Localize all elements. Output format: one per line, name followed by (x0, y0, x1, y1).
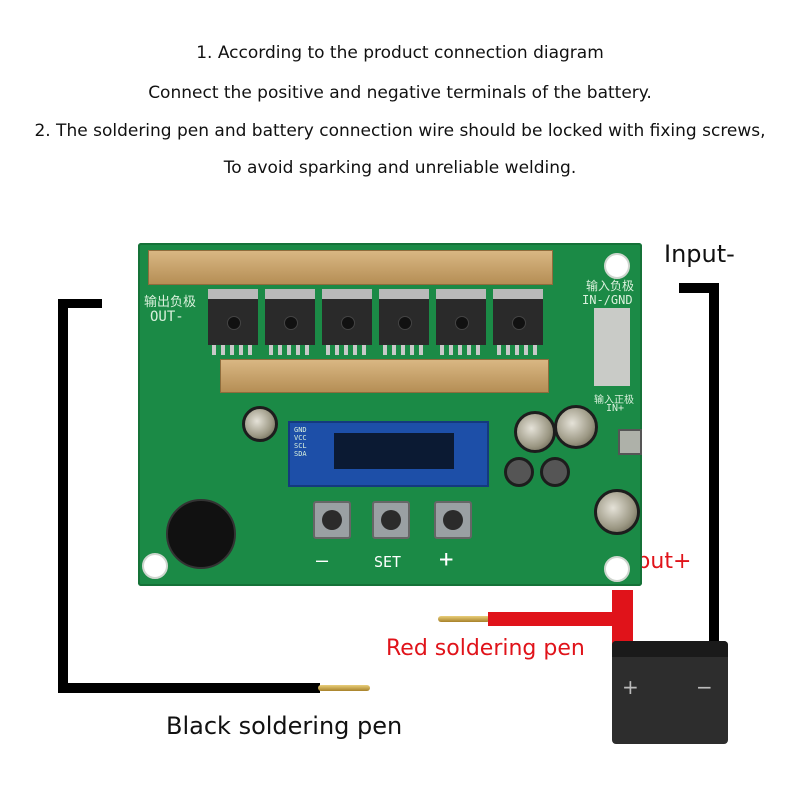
neg-wire-top (679, 283, 719, 293)
input-negative-terminal-pad (594, 308, 630, 386)
buzzer-icon (166, 499, 236, 569)
input-positive-cn: 输入正极 (594, 395, 634, 406)
capacitor-icon (554, 405, 598, 449)
mosfet-icon (379, 289, 429, 355)
mosfet-icon (322, 289, 372, 355)
capacitor-icon (242, 406, 278, 442)
instruction-line-1: 1. According to the product connection d… (196, 43, 604, 63)
output-negative-en: OUT- (150, 309, 184, 325)
mosfet-icon (208, 289, 258, 355)
copper-busbar-top (148, 250, 553, 285)
minus-button-label: — (316, 548, 329, 572)
instruction-line-3: 2. The soldering pen and battery connect… (34, 121, 766, 141)
battery-negative-symbol: − (696, 675, 713, 699)
minus-button[interactable] (313, 501, 351, 539)
output-negative-cn: 输出负极 (144, 295, 197, 310)
set-button-label: SET (374, 553, 402, 571)
mounting-hole-icon (142, 553, 168, 579)
neg-wire-vertical (709, 283, 719, 641)
control-board: 输出负极 OUT- 输入负极 IN-/GND 输入正极 IN+ GND VCC … (138, 243, 642, 586)
oled-pin-labels: GND VCC SCL SDA (294, 426, 307, 458)
red-soldering-pen-label: Red soldering pen (386, 636, 585, 661)
capacitor-icon (594, 489, 640, 535)
input-negative-label: Input- (664, 240, 735, 268)
plus-button[interactable] (434, 501, 472, 539)
mounting-hole-icon (604, 253, 630, 279)
black-wire-bottom (58, 683, 320, 693)
copper-busbar-bottom (220, 359, 549, 393)
red-wire-vertical (612, 590, 633, 648)
input-negative-cn: 输入负极 (586, 279, 635, 293)
screw-terminal-icon (618, 429, 642, 455)
mosfet-icon (265, 289, 315, 355)
plus-button-label: + (439, 545, 454, 573)
mosfet-icon (493, 289, 543, 355)
black-soldering-pen-label: Black soldering pen (166, 712, 403, 740)
input-negative-en: IN-/GND (582, 293, 633, 307)
input-positive-en: IN+ (606, 403, 625, 414)
black-wire-vertical (58, 299, 68, 692)
mounting-hole-icon (604, 556, 630, 582)
instruction-line-2: Connect the positive and negative termin… (148, 83, 652, 103)
black-pen-tip (318, 685, 370, 691)
inductor-icon (540, 457, 570, 487)
battery-positive-symbol: + (622, 675, 639, 699)
battery-icon: + − (612, 641, 728, 744)
oled-screen (334, 433, 454, 469)
red-pen-tip (438, 616, 490, 622)
inductor-icon (504, 457, 534, 487)
mosfet-icon (436, 289, 486, 355)
instruction-line-4: To avoid sparking and unreliable welding… (223, 158, 577, 178)
oled-display: GND VCC SCL SDA (288, 421, 489, 487)
red-wire-horizontal (488, 612, 623, 626)
black-wire-top (58, 299, 102, 308)
set-button[interactable] (372, 501, 410, 539)
capacitor-icon (514, 411, 556, 453)
